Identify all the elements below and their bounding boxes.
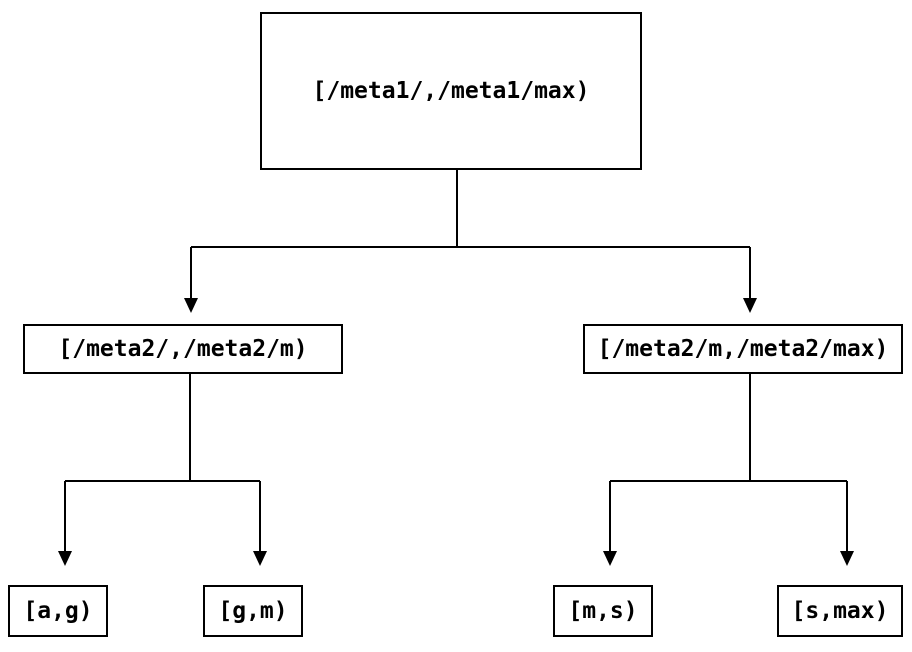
node-leaf-m-s: [m,s)	[553, 585, 653, 637]
node-meta2-high-range: [/meta2/m,/meta2/max)	[583, 324, 903, 374]
edge-meta2-low-to-leaves	[58, 374, 267, 566]
arrowhead-down-icon	[253, 551, 267, 566]
edge-meta2-high-to-leaves	[603, 374, 854, 566]
edge-root-to-meta2-low-and-high	[184, 170, 757, 313]
node-leaf-a-g: [a,g)	[8, 585, 108, 637]
arrowhead-down-icon	[840, 551, 854, 566]
node-leaf-g-m: [g,m)	[203, 585, 303, 637]
arrowhead-down-icon	[58, 551, 72, 566]
arrowhead-down-icon	[184, 298, 198, 313]
arrowhead-down-icon	[743, 298, 757, 313]
node-meta2-low-range: [/meta2/,/meta2/m)	[23, 324, 343, 374]
arrowhead-down-icon	[603, 551, 617, 566]
node-root-meta1-range: [/meta1/,/meta1/max)	[260, 12, 642, 170]
node-leaf-s-max: [s,max)	[777, 585, 903, 637]
